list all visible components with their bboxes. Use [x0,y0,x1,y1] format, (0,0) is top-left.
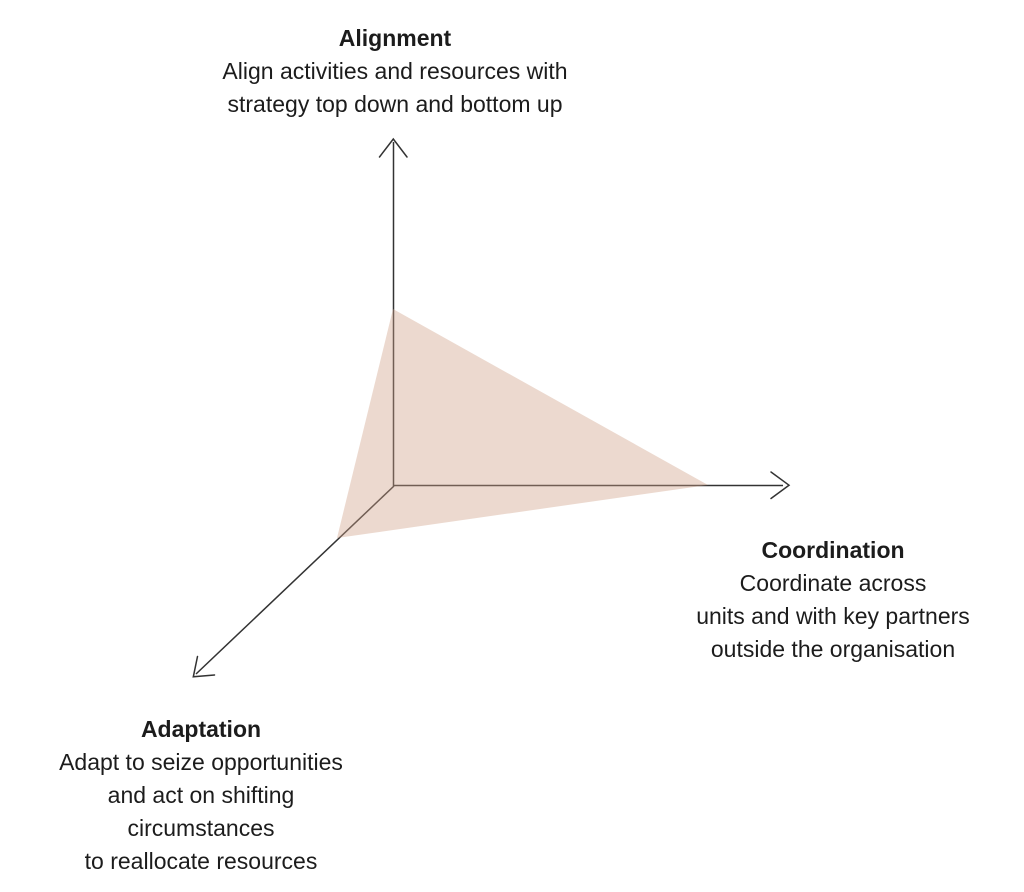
coordination-axis-description-line-3: outside the organisation [710,636,956,662]
alignment-axis-title: Alignment [338,25,452,51]
coordination-axis-description-line-2: units and with key partners [696,603,970,629]
adaptation-axis-title: Adaptation [140,716,262,742]
adaptation-axis-line [195,485,395,675]
alignment-axis-description-line-1: Align activities and resources with [222,58,568,84]
coordination-label-block: Coordination Coordinate across units and… [653,534,1013,666]
coordination-axis-description-line-1: Coordinate across [739,570,927,596]
adaptation-axis-description-line-1: Adapt to seize opportunities [59,749,343,775]
coordination-axis-title: Coordination [761,537,905,563]
alignment-axis-arrowhead-icon [378,137,408,158]
coordination-axis-arrowhead-icon [770,471,791,500]
capability-triangle [337,309,708,538]
adaptation-axis-description-line-4: to reallocate resources [84,848,318,874]
adaptation-axis-description-line-3: circumstances [127,815,275,841]
adaptation-axis-description-line-2: and act on shifting [107,782,295,808]
alignment-axis-description-line-2: strategy top down and bottom up [227,91,563,117]
adaptation-label-block: Adaptation Adapt to seize opportunities … [21,713,381,878]
alignment-label-block: Alignment Align activities and resources… [175,22,615,121]
adaptation-axis-arrowhead-icon [192,655,216,678]
